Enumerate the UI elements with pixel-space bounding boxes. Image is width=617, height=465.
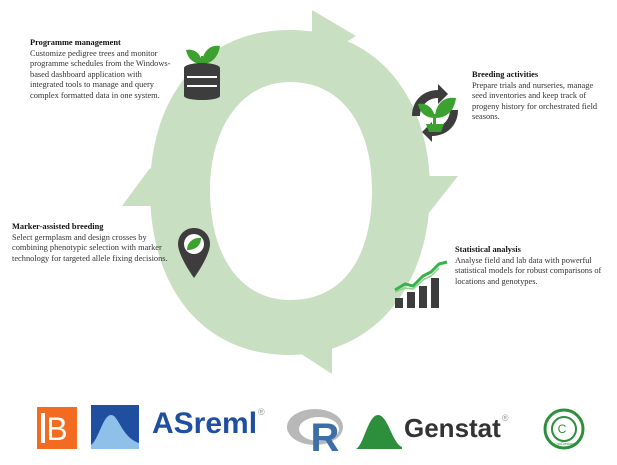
programme-title: Programme management bbox=[30, 38, 121, 47]
leaf-location-pin-icon bbox=[178, 228, 210, 278]
breedingview-chart-icon bbox=[91, 405, 139, 449]
cycle-diagram bbox=[122, 10, 458, 374]
statistical-title: Statistical analysis bbox=[455, 245, 521, 254]
cycdesign-text: CycDesign bbox=[554, 441, 573, 446]
programme-description: Customize pedigree trees and monitor pro… bbox=[30, 48, 171, 100]
r-logo-letter: R bbox=[311, 416, 340, 455]
marker-description: Select germplasm and design crosses by c… bbox=[12, 232, 168, 263]
svg-text:C: C bbox=[558, 422, 567, 436]
programme-management-block: Programme management Customize pedigree … bbox=[30, 38, 176, 102]
asreml-wordmark: ASreml® bbox=[152, 407, 265, 441]
genstat-wordmark: Genstat® bbox=[404, 413, 508, 444]
database-seedling-icon bbox=[184, 45, 220, 100]
arrow-right bbox=[400, 176, 458, 214]
svg-text:B: B bbox=[46, 411, 67, 447]
software-logos: B ASreml® R Genstat® C CycDesign bbox=[30, 395, 600, 465]
r-logo-icon: R bbox=[287, 409, 343, 455]
breeding-activities-block: Breeding activities Prepare trials and n… bbox=[472, 70, 610, 123]
arrow-left bbox=[122, 168, 178, 206]
marker-assisted-block: Marker-assisted breeding Select germplas… bbox=[12, 222, 184, 264]
arrow-top bbox=[312, 10, 356, 64]
cycle-ring bbox=[122, 10, 458, 374]
arrow-bottom bbox=[292, 322, 332, 374]
asreml-registered-mark: ® bbox=[258, 407, 265, 417]
cycdesign-logo-icon: C CycDesign bbox=[543, 408, 585, 450]
statistical-analysis-block: Statistical analysis Analyse field and l… bbox=[455, 245, 610, 287]
marker-title: Marker-assisted breeding bbox=[12, 222, 104, 231]
breedingview-logo-icon: B bbox=[37, 407, 77, 449]
breeding-title: Breeding activities bbox=[472, 70, 539, 79]
genstat-registered-mark: ® bbox=[501, 413, 509, 423]
recycle-plant-icon bbox=[412, 84, 458, 142]
asreml-text: ASreml bbox=[152, 407, 258, 440]
statistical-description: Analyse field and lab data with powerful… bbox=[455, 255, 602, 286]
growth-bar-chart-icon bbox=[394, 260, 448, 308]
ring-band bbox=[150, 30, 430, 355]
genstat-chart-icon bbox=[356, 409, 402, 449]
genstat-text: Genstat bbox=[404, 413, 501, 443]
breeding-description: Prepare trials and nurseries, manage see… bbox=[472, 80, 598, 122]
